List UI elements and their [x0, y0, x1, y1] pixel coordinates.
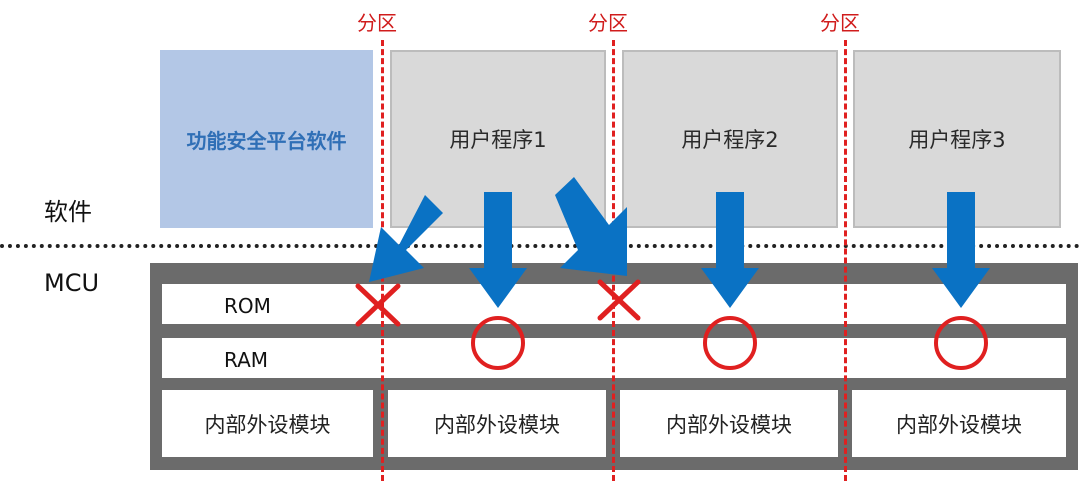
safety-platform-software-box: 功能安全平台软件 [160, 50, 373, 228]
partition-label-2: 分区 [588, 11, 628, 35]
circle-mark-1 [471, 316, 525, 370]
peripheral-module-3-label: 内部外设模块 [666, 412, 792, 437]
arrow-down-1 [469, 192, 527, 308]
peripheral-module-2-label: 内部外设模块 [434, 412, 560, 437]
partition-line-3 [844, 40, 847, 481]
user-program-1-label: 用户程序1 [449, 128, 547, 152]
arrow-diagonal-left [369, 195, 443, 282]
peripheral-module-4-label: 内部外设模块 [896, 412, 1022, 437]
arrow-down-2 [701, 192, 759, 308]
partition-label-3: 分区 [820, 11, 860, 35]
circle-mark-2 [703, 316, 757, 370]
peripheral-module-4: 内部外设模块 [852, 390, 1066, 457]
partition-label-1: 分区 [357, 11, 397, 35]
mcu-label: MCU [44, 269, 100, 297]
software-label: 软件 [44, 198, 92, 226]
safety-platform-software-label: 功能安全平台软件 [186, 128, 347, 153]
rom-label: ROM [224, 294, 271, 318]
peripheral-module-2: 内部外设模块 [388, 390, 606, 457]
cross-mark-2 [597, 279, 641, 321]
user-program-3-label: 用户程序3 [908, 128, 1006, 152]
circle-mark-3 [934, 316, 988, 370]
ram-label: RAM [224, 348, 269, 372]
peripheral-module-1: 内部外设模块 [162, 390, 373, 457]
arrow-diagonal-right [555, 177, 627, 276]
peripheral-module-1-label: 内部外设模块 [204, 412, 331, 437]
peripheral-module-3: 内部外设模块 [620, 390, 838, 457]
cross-mark-1 [355, 283, 401, 327]
arrow-down-3 [932, 192, 990, 308]
user-program-2-label: 用户程序2 [681, 128, 779, 152]
software-mcu-separator [0, 244, 1080, 248]
